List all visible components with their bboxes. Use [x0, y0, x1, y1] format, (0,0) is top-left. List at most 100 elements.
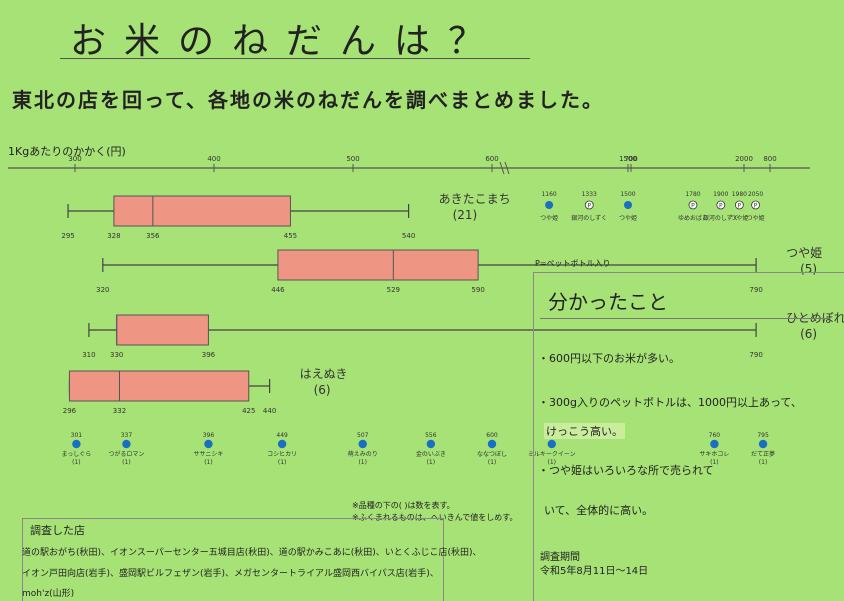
high-point-name: つや姫: [730, 214, 748, 222]
other-point-count: (1): [710, 459, 719, 466]
other-point-name: 金のいぶき: [416, 450, 446, 458]
findings-divider: [540, 318, 830, 319]
box-value-label: 328: [107, 232, 120, 240]
box-name-label: つや姫: [786, 246, 822, 260]
box-value-label: 320: [96, 286, 109, 294]
box-value-label: 790: [749, 351, 762, 359]
high-point-value: 1900: [713, 191, 728, 198]
other-point-value: 337: [121, 432, 133, 439]
survey-period-heading: 調査期間: [540, 552, 580, 563]
other-point-name: コシヒカリ: [267, 451, 297, 458]
box-value-label: 330: [110, 351, 123, 359]
box-value-label: 396: [202, 351, 216, 359]
other-point-count: (1): [72, 459, 81, 466]
box-iqr: [68, 370, 250, 402]
axis-tick-label: 400: [207, 155, 220, 163]
high-point-name: 銀河のしずく: [571, 214, 607, 222]
survey-period: 令和5年8月11日〜14日: [540, 566, 649, 577]
other-point-count: (1): [759, 459, 768, 466]
data-point: [758, 439, 768, 449]
box-iqr: [116, 314, 209, 346]
pet-bottle-letter: P: [691, 203, 695, 210]
other-point-value: 600: [486, 432, 498, 439]
pet-bottle-letter: P: [719, 203, 723, 210]
high-point-name: ゆめおばこ: [678, 214, 708, 222]
box-value-label: 529: [387, 286, 400, 294]
box-value-label: 310: [82, 351, 95, 359]
high-point-value: 1333: [582, 191, 597, 198]
axis-break-mark: [499, 161, 505, 175]
other-point-value: 301: [71, 432, 83, 439]
pet-bottle-legend: P=ペットボトル入り: [535, 259, 611, 268]
pet-bottle-marker: [584, 200, 594, 210]
axis-tick-label: 800: [763, 155, 776, 163]
other-point-name: サキホコレ: [699, 451, 729, 458]
other-point-name: ななつぼし: [477, 451, 507, 458]
other-point-value: 449: [276, 432, 288, 439]
axis-break-mark: [504, 161, 510, 175]
stores-line-2: イオン戸田向店(岩手)、盛岡駅ビルフェザン(岩手)、メガセンタートライアル盛岡西…: [22, 569, 439, 579]
other-point-value: 396: [203, 432, 215, 439]
box-value-label: 446: [271, 286, 285, 294]
other-point-name: ササニシキ: [193, 451, 223, 458]
box-value-label: 295: [61, 232, 74, 240]
other-point-count: (1): [204, 459, 213, 466]
pet-bottle-marker: [751, 200, 760, 210]
pet-bottle-marker: [734, 200, 744, 210]
other-point-count: (1): [488, 459, 497, 466]
title-underline: [60, 58, 530, 59]
box-name-label: あきたこまち: [439, 192, 511, 206]
data-point: [426, 439, 436, 449]
other-point-count: (1): [427, 459, 436, 466]
box-value-label: 425: [242, 407, 255, 415]
chart-notes: ※品種の下の( )は数を表す。 ※ふくまれるものは、へいきんで値をしめす。: [352, 500, 518, 524]
high-point-name: つや姫: [747, 214, 765, 222]
box-value-label: 590: [471, 286, 484, 294]
data-point: [547, 439, 556, 449]
finding-3: ・つや姫はいろいろな所で売られて: [538, 464, 714, 477]
box-iqr: [113, 195, 291, 227]
high-point-value: 1160: [541, 191, 556, 198]
stores-line-3: moh'z(山形): [22, 589, 75, 599]
box-count-label: (21): [453, 208, 478, 222]
data-point: [487, 439, 497, 449]
high-point-name: つや姫: [540, 214, 558, 222]
box-value-label: 296: [63, 407, 77, 415]
high-point-value: 2050: [748, 191, 763, 198]
axis-label: 1Kgあたりのかかく(円): [8, 145, 126, 158]
finding-1: ・600円以下のお米が多い。: [538, 352, 680, 365]
box-value-label: 440: [263, 407, 276, 415]
axis-tick-label: 500: [346, 155, 359, 163]
box-value-label: 332: [113, 407, 126, 415]
other-point-value: 760: [709, 432, 721, 439]
high-point-value: 1780: [685, 191, 700, 198]
high-point-name: 銀河のしずく: [703, 214, 739, 222]
data-point: [204, 439, 213, 449]
stores-heading: 調査した店: [30, 524, 85, 537]
other-point-count: (1): [358, 459, 367, 466]
box-count-label: (6): [314, 383, 331, 397]
page-title: お米のねだんは？: [70, 21, 503, 62]
other-point-value: 507: [357, 432, 369, 439]
stores-line-1: 道の駅おがち(秋田)、イオンスーパーセンター五城目店(秋田)、道の駅かみこあに(…: [22, 548, 482, 558]
axis-tick-label: 1500: [619, 155, 637, 163]
intro-text: 東北の店を回って、各地の米のねだんを調べまとめました。: [12, 88, 604, 112]
pet-bottle-marker: [688, 200, 698, 210]
high-point-value: 1980: [732, 191, 747, 198]
other-point-name: つがるロマン: [108, 450, 144, 458]
other-point-name: ミルキークイーン: [528, 451, 576, 458]
pet-bottle-letter: P: [738, 203, 742, 210]
other-point-name: 萌えみのり: [348, 450, 378, 458]
axis-tick-label: 2000: [735, 155, 753, 163]
data-point: [710, 439, 719, 449]
box-count-label: (6): [800, 327, 817, 341]
note-1: ※品種の下の( )は数を表す。: [352, 501, 455, 510]
note-2: ※ふくまれるものは、へいきんで値をしめす。: [352, 513, 518, 522]
high-point-name: つや姫: [619, 214, 637, 222]
pet-bottle-letter: P: [587, 203, 591, 210]
other-point-count: (1): [122, 459, 131, 466]
finding-3b: いて、全体的に高い。: [544, 504, 654, 517]
pet-bottle-letter: P: [754, 203, 758, 210]
other-point-value: 556: [425, 432, 437, 439]
